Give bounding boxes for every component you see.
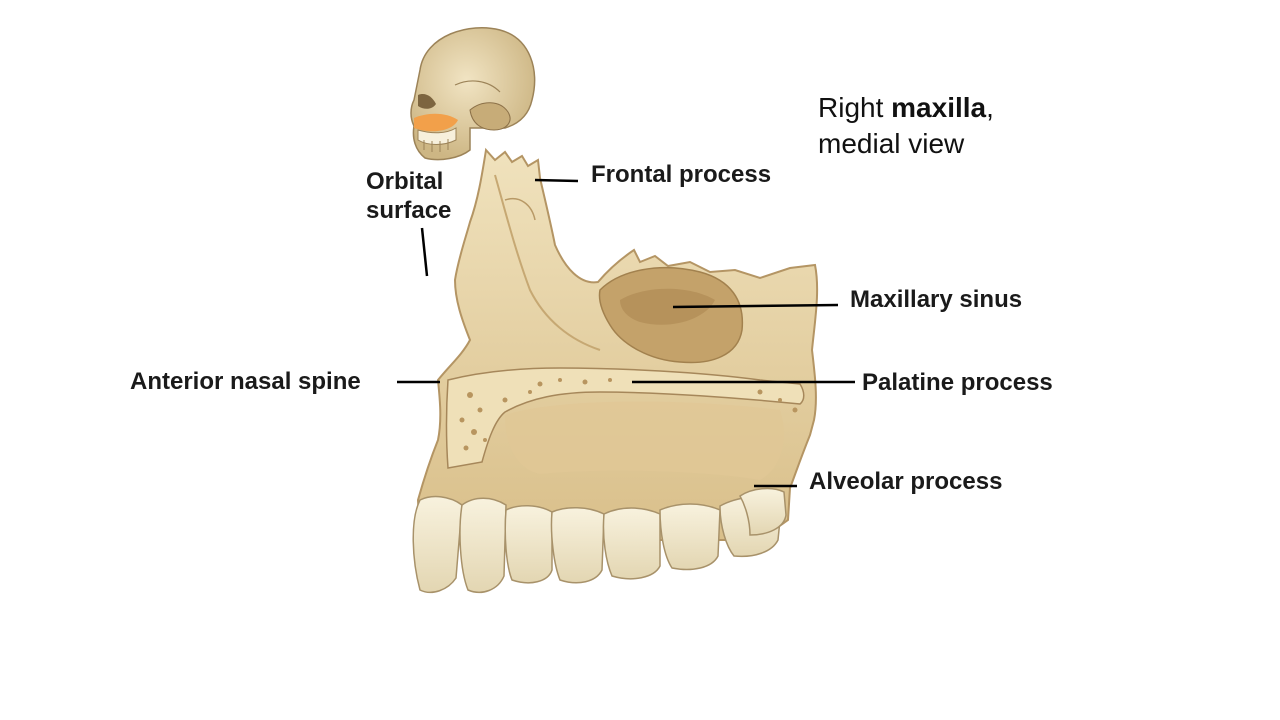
- title-line-2: medial view: [818, 127, 965, 159]
- skull-thumbnail-icon: [410, 26, 536, 161]
- leader-maxillary-sinus: [672, 303, 839, 309]
- leader-orbital-surface: [420, 227, 429, 277]
- leader-frontal-process: [534, 178, 579, 183]
- title-line-1: Right maxilla,: [818, 92, 994, 123]
- maxilla-bone: [416, 147, 819, 541]
- label-maxillary-sinus: Maxillary sinus: [850, 286, 1023, 313]
- label-orbital-surface: Orbital surface: [366, 168, 452, 224]
- label-anterior-nasal-spine: Anterior nasal spine: [130, 368, 361, 395]
- diagram-title: Right maxilla, medial view: [818, 90, 994, 162]
- label-frontal-process: Frontal process: [591, 161, 772, 188]
- teeth-row: [412, 487, 787, 594]
- leader-lines: [397, 178, 855, 488]
- label-palatine-process: Palatine process: [862, 369, 1053, 396]
- label-alveolar-process: Alveolar process: [809, 468, 1003, 495]
